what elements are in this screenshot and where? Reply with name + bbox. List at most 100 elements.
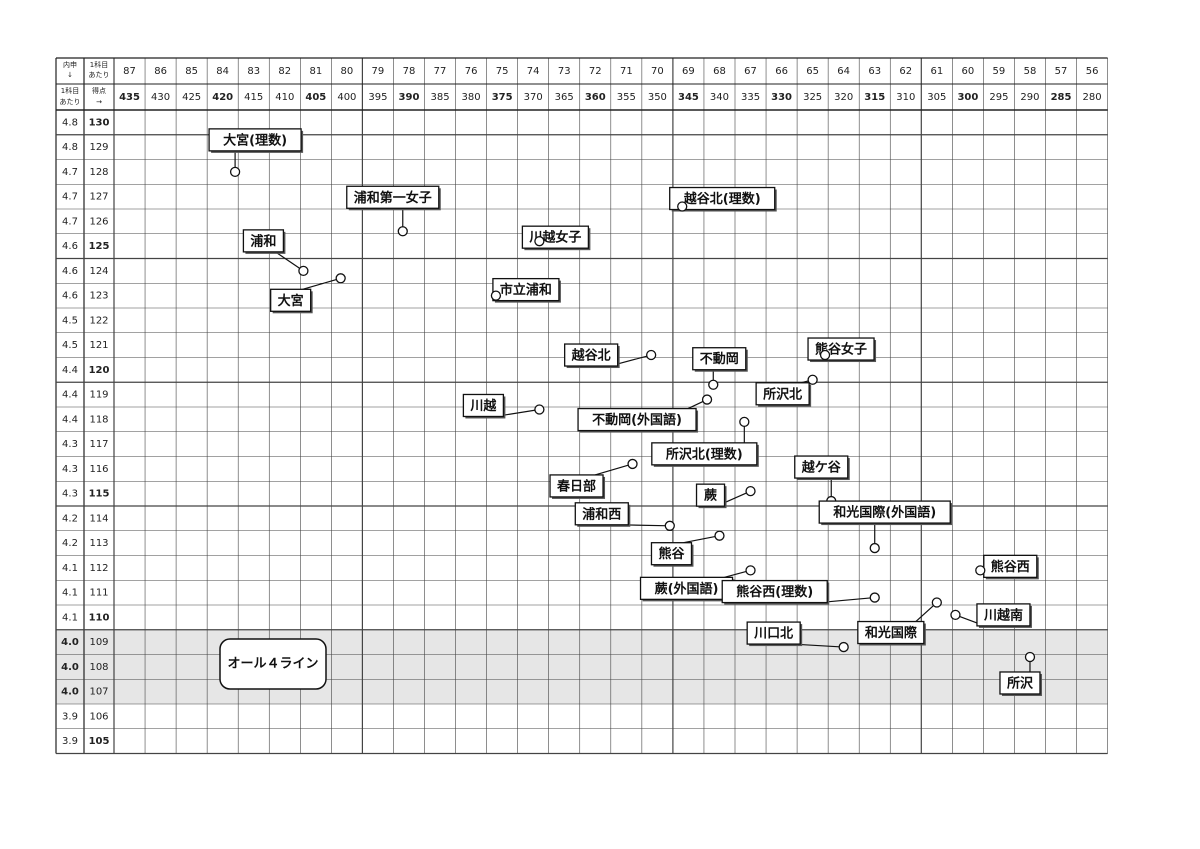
point-label: 春日部 xyxy=(556,478,596,494)
x-tick-total: 395 xyxy=(368,92,387,103)
y-tick-total: 118 xyxy=(89,414,108,425)
y-tick-total: 125 xyxy=(89,241,110,252)
point-label: 浦和西 xyxy=(582,506,621,522)
labels: 大宮(理数)浦和第一女子越谷北(理数)川越女子浦和大宮市立浦和越谷北不動岡熊谷女… xyxy=(208,128,1042,696)
point-marker xyxy=(838,641,849,653)
x-tick-per-subject: 61 xyxy=(930,66,943,77)
point-marker xyxy=(869,542,880,554)
x-tick-total: 365 xyxy=(555,92,574,103)
point-label: 蕨(外国語) xyxy=(655,581,719,597)
y-tick-per-subject: 3.9 xyxy=(62,736,78,747)
x-tick-total: 375 xyxy=(492,92,513,103)
point-label: 蕨 xyxy=(704,488,717,504)
y-tick-total: 107 xyxy=(89,687,108,698)
y-tick-total: 111 xyxy=(89,588,108,599)
point-marker xyxy=(975,565,986,576)
point-marker xyxy=(745,565,756,576)
point-label: 和光国際(外国語) xyxy=(833,505,936,521)
y-tick-total: 127 xyxy=(89,192,108,203)
y-tick-total: 120 xyxy=(89,365,110,376)
point-marker xyxy=(677,201,688,212)
point-label: 川越 xyxy=(469,398,497,414)
label-box xyxy=(651,442,758,466)
label-box xyxy=(818,500,951,524)
point-marker xyxy=(819,349,831,361)
y-tick-total: 128 xyxy=(89,167,108,178)
label-box xyxy=(794,455,849,479)
point-leader xyxy=(275,251,304,272)
point-marker xyxy=(646,349,657,361)
label-box xyxy=(755,382,810,406)
point-marker xyxy=(335,273,346,284)
label-box xyxy=(208,128,302,152)
point-marker xyxy=(1024,651,1036,663)
point-marker xyxy=(534,236,545,247)
point-marker xyxy=(229,166,241,178)
x-tick-per-subject: 65 xyxy=(806,66,819,77)
point-marker xyxy=(950,609,961,621)
point-label: 熊谷西 xyxy=(991,559,1030,575)
label-box xyxy=(462,393,505,418)
y-tick-total: 116 xyxy=(89,464,108,475)
x-tick-total: 325 xyxy=(803,92,822,103)
x-tick-per-subject: 72 xyxy=(589,66,602,77)
x-tick-per-subject: 76 xyxy=(465,66,478,77)
point-label: 和光国際 xyxy=(865,625,918,641)
y-tick-total: 112 xyxy=(89,563,108,574)
point-leader xyxy=(683,535,720,544)
point-leader xyxy=(302,277,341,290)
corner-label: あたり xyxy=(89,71,110,79)
y-tick-per-subject: 4.1 xyxy=(62,588,78,599)
x-tick-per-subject: 66 xyxy=(775,66,788,77)
point-label: 所沢 xyxy=(1007,675,1034,691)
x-tick-total: 405 xyxy=(305,92,326,103)
x-tick-per-subject: 64 xyxy=(837,66,850,77)
point-label: 浦和第一女子 xyxy=(354,190,432,206)
x-tick-per-subject: 60 xyxy=(962,66,975,77)
x-tick-per-subject: 84 xyxy=(216,66,229,77)
x-tick-per-subject: 67 xyxy=(744,66,757,77)
y-tick-total: 110 xyxy=(89,612,110,623)
point-marker xyxy=(714,530,725,541)
y-tick-per-subject: 4.1 xyxy=(62,563,78,574)
x-tick-total: 435 xyxy=(119,92,140,103)
x-tick-total: 280 xyxy=(1083,92,1102,103)
y-tick-total: 126 xyxy=(89,216,108,227)
point-label: 市立浦和 xyxy=(500,282,552,298)
y-tick-per-subject: 4.7 xyxy=(62,216,78,227)
point-label: 所沢北 xyxy=(763,386,802,402)
y-tick-per-subject: 4.2 xyxy=(62,513,78,524)
y-tick-total: 105 xyxy=(89,736,110,747)
point-label: 熊谷西(理数) xyxy=(736,584,813,600)
x-tick-total: 360 xyxy=(585,92,606,103)
y-tick-per-subject: 4.4 xyxy=(62,365,78,376)
corner-label: 得点 xyxy=(92,86,106,95)
label-box xyxy=(492,277,560,302)
corner-label: 1科目 xyxy=(61,86,79,95)
x-tick-per-subject: 82 xyxy=(278,66,291,77)
y-tick-total: 117 xyxy=(89,439,108,450)
x-tick-per-subject: 74 xyxy=(527,66,540,77)
point-marker xyxy=(869,592,880,603)
x-tick-total: 420 xyxy=(212,92,233,103)
x-tick-per-subject: 77 xyxy=(434,66,447,77)
point-marker xyxy=(807,374,818,385)
x-tick-total: 410 xyxy=(275,92,294,103)
x-tick-total: 345 xyxy=(678,92,699,103)
x-tick-per-subject: 75 xyxy=(496,66,509,77)
x-tick-per-subject: 86 xyxy=(154,66,167,77)
label-box xyxy=(346,185,440,209)
y-tick-total: 119 xyxy=(89,390,108,401)
label-box xyxy=(692,347,747,371)
y-tick-per-subject: 3.9 xyxy=(62,711,78,722)
y-tick-per-subject: 4.3 xyxy=(62,489,78,500)
point-label: 越谷北(理数) xyxy=(683,191,761,207)
x-tick-per-subject: 59 xyxy=(993,66,1006,77)
x-tick-total: 380 xyxy=(462,92,481,103)
x-tick-total: 335 xyxy=(741,92,760,103)
corner-label: 内申 xyxy=(63,60,77,69)
y-tick-total: 121 xyxy=(89,340,108,351)
y-tick-per-subject: 4.6 xyxy=(62,241,78,252)
y-tick-per-subject: 4.0 xyxy=(61,687,79,698)
x-tick-per-subject: 78 xyxy=(403,66,416,77)
